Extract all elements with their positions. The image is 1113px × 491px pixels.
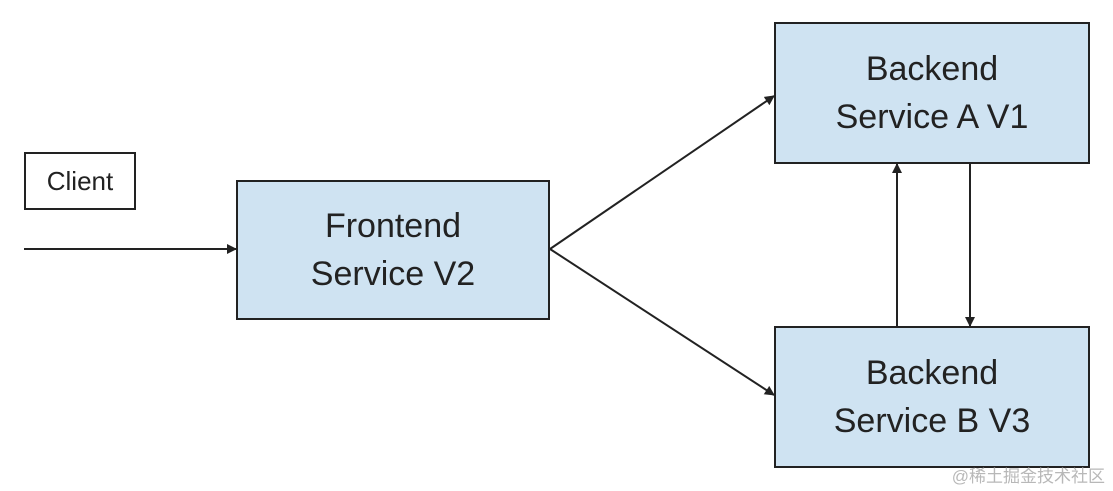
frontend-to-backend-a-arrow bbox=[549, 95, 775, 250]
backend-b-line1: Backend bbox=[865, 354, 999, 392]
client-label: Client bbox=[46, 165, 114, 196]
frontend-to-backend-b-arrow bbox=[549, 248, 775, 396]
backend-service-a-box: Backend Service A V1 bbox=[774, 22, 1090, 164]
client-box: Client bbox=[24, 152, 136, 210]
frontend-line1: Frontend bbox=[324, 207, 462, 245]
backend-b-line2: Service B V3 bbox=[833, 402, 1031, 440]
backend-a-line1: Backend bbox=[865, 50, 999, 88]
frontend-service-box: Frontend Service V2 bbox=[236, 180, 550, 320]
watermark: @稀土掘金技术社区 bbox=[951, 467, 1105, 486]
backend-service-b-box: Backend Service B V3 bbox=[774, 326, 1090, 468]
backend-a-line2: Service A V1 bbox=[835, 98, 1029, 136]
frontend-line2: Service V2 bbox=[310, 255, 476, 293]
